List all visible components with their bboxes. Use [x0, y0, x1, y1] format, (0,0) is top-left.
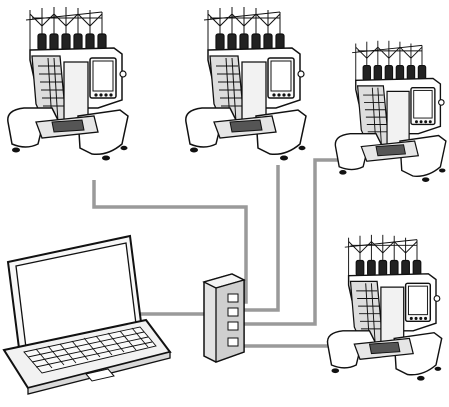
cable-machine-2: [236, 165, 280, 312]
cable-machine-3: [236, 158, 356, 326]
embroidery-machine-3: [334, 40, 447, 183]
network-hub-icon: [202, 273, 246, 363]
embroidery-machine-1: [7, 6, 129, 162]
embroidery-machine-2: [185, 6, 307, 162]
laptop-icon: [2, 234, 172, 395]
embroidery-machine-4: [326, 234, 443, 382]
